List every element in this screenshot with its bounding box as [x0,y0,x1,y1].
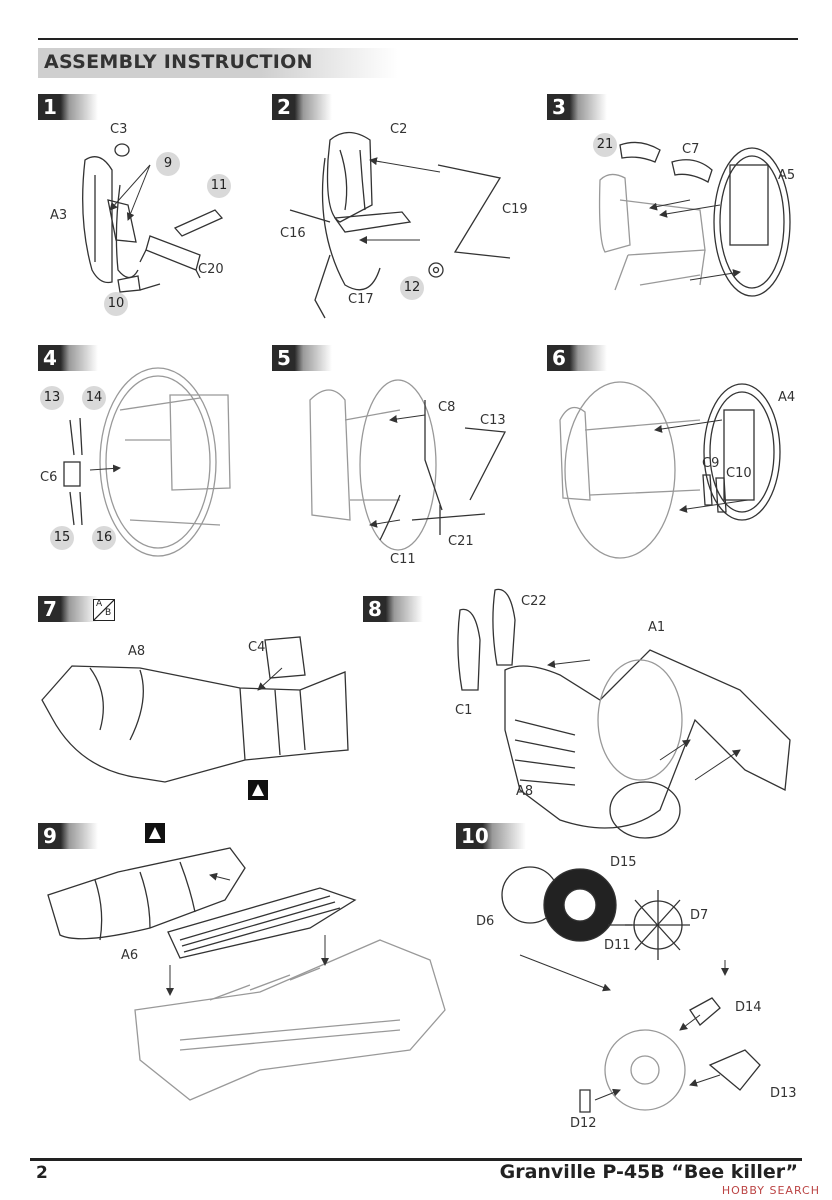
step4-cockpit [99,367,231,557]
glue-symbol-icon [248,780,268,800]
step-number: 5 [277,346,291,370]
watermark-logo: HOBBY SEARCH [721,1184,820,1197]
step3-panel [619,141,791,297]
top-rule [38,38,798,40]
part-label: C8 [438,400,456,415]
part-label: C10 [726,466,752,481]
step10-engine-assembled [604,1029,686,1111]
part-label: A1 [648,620,666,635]
product-title: Granville P-45B “Bee killer” [499,1161,798,1183]
part-label: C19 [502,202,528,217]
part-number-badge: 14 [82,386,106,410]
option-ab-icon: A B [93,599,115,621]
step-4-badge: 4 [38,345,98,371]
step3-assembly [598,173,706,291]
step-2-badge: 2 [272,94,332,120]
section-header: ASSEMBLY INSTRUCTION [38,48,398,78]
part-label: A8 [128,644,146,659]
part-label: D15 [610,855,637,870]
part-label: D7 [690,908,709,923]
part-number-badge: 12 [400,276,424,300]
part-label: D12 [570,1116,597,1131]
step-9-badge: 9 [38,823,98,849]
part-label: D13 [770,1086,797,1101]
step-number: 9 [43,824,57,848]
part-label: A6 [121,948,139,963]
part-number-badge: 9 [156,152,180,176]
part-label: C9 [702,456,720,471]
step-5-badge: 5 [272,345,332,371]
step-6-badge: 6 [547,345,607,371]
step-number: 1 [43,95,57,119]
part-label: C21 [448,534,474,549]
part-label: D14 [735,1000,762,1015]
part-label: C20 [198,262,224,277]
glue-drop-icon [252,784,264,796]
section-title: ASSEMBLY INSTRUCTION [44,51,313,73]
step5-parts [379,400,507,541]
part-label: C11 [390,552,416,567]
step-10-badge: 10 [456,823,526,849]
part-label: C22 [521,594,547,609]
direction-arrows [89,157,749,1101]
step-3-badge: 3 [547,94,607,120]
step9-fuselage [134,939,446,1101]
glue-drop-icon [149,827,161,839]
diagonal-line-icon [94,600,114,620]
bottom-rule [30,1158,802,1161]
option-b-letter: B [105,608,112,618]
part-number-badge: 10 [104,292,128,316]
step8-cockpit [597,659,683,781]
part-label: C3 [110,122,128,137]
step7-fuselage [41,636,349,783]
part-label: C17 [348,292,374,307]
part-label: C16 [280,226,306,241]
part-label: C6 [40,470,58,485]
step10-engine [501,866,690,960]
step6-panel [702,383,781,521]
step-number: 4 [43,346,57,370]
part-label: D11 [604,938,631,953]
step-7-badge: 7 [38,596,98,622]
part-label: A5 [778,168,796,183]
step9-canopy-parts [47,847,357,959]
part-label: C13 [480,413,506,428]
part-number-badge: 21 [593,133,617,157]
step-number: 10 [461,824,489,848]
glue-symbol-icon [145,823,165,843]
part-label: C7 [682,142,700,157]
part-label: D6 [476,914,495,929]
step5-cockpit [309,379,437,551]
option-a-letter: A [96,599,103,609]
step-number: 6 [552,346,566,370]
step10-mounts [579,997,761,1113]
step-number: 8 [368,597,382,621]
step-1-badge: 1 [38,94,98,120]
part-number-badge: 15 [50,526,74,550]
step-number: 3 [552,95,566,119]
part-label: A8 [516,784,534,799]
step6-cockpit [559,381,701,559]
page-number: 2 [36,1163,48,1183]
step-number: 2 [277,95,291,119]
part-number-badge: 13 [40,386,64,410]
part-label: A4 [778,390,796,405]
part-label: A3 [50,208,68,223]
step4-parts [63,417,83,526]
step-8-badge: 8 [363,596,423,622]
part-label: C1 [455,703,473,718]
part-number-badge: 11 [207,174,231,198]
step-number: 7 [43,597,57,621]
part-label: C4 [248,640,266,655]
part-number-badge: 16 [92,526,116,550]
step8-fuselage [457,588,791,839]
part-label: C2 [390,122,408,137]
step2-seat [289,131,511,319]
